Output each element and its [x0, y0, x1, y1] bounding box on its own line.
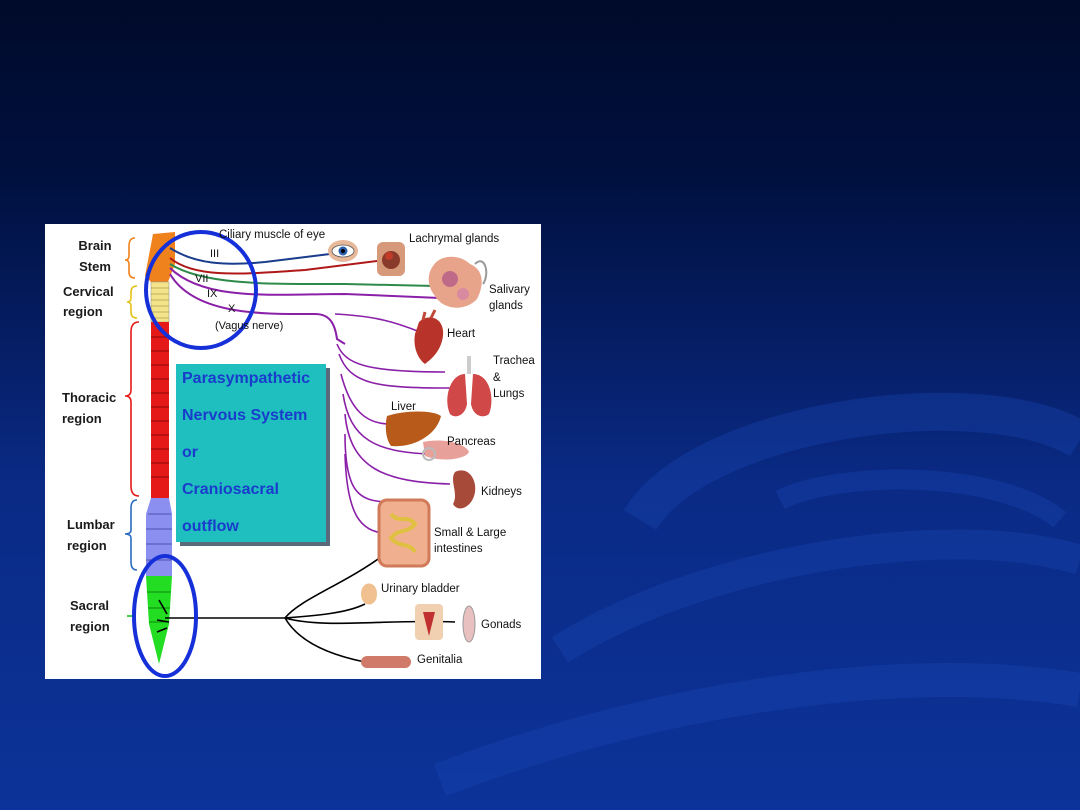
- liver-label: Liver: [391, 401, 416, 413]
- lachrymal-gland-icon: [377, 242, 405, 276]
- lungs-icon: [447, 356, 492, 417]
- nerve-vii-lachrymal-line: [169, 257, 386, 275]
- sacral-bladder-line-2: [284, 603, 366, 619]
- nerve-ix-label: IX: [207, 288, 218, 300]
- cervical-brace: [126, 285, 138, 319]
- trachea-lungs-label: Trachea&Lungs: [493, 355, 535, 400]
- sacral-genitalia-line: [284, 617, 366, 663]
- nerve-x-label: X: [228, 303, 236, 315]
- cranial-highlight-circle: [144, 230, 258, 350]
- pancreas-icon: [422, 440, 469, 461]
- nerve-vii-label: VII: [195, 273, 208, 285]
- spinal-cord: [145, 232, 175, 664]
- ciliary-muscle-label: Ciliary muscle of eye: [219, 229, 325, 241]
- sacral-branch-2: [156, 619, 170, 623]
- heart-icon: [414, 309, 444, 364]
- pelvis-icon: [415, 604, 443, 640]
- gonads-label: Gonads: [481, 619, 522, 631]
- urinary-bladder-label: Urinary bladder: [381, 583, 460, 595]
- thoracic-brace: [124, 321, 140, 497]
- gonads-icon: [462, 605, 476, 643]
- vagus-intestine-branch: [344, 433, 386, 503]
- sacral-branch-1: [158, 599, 168, 615]
- brain-stem-brace: [124, 237, 136, 279]
- box-line-1: Parasympathetic: [182, 370, 311, 387]
- vagus-lungs-branch: [336, 343, 446, 373]
- kidney-icon: [453, 470, 476, 509]
- vagus-trunk-line: [169, 273, 346, 345]
- nerve-ix-line: [169, 267, 441, 299]
- vagus-pancreas-branch: [342, 393, 431, 455]
- vagus-lungs-branch-2: [338, 353, 451, 389]
- sacral-bladder-line: [284, 553, 386, 619]
- nerve-iii-line: [169, 247, 331, 265]
- intestines-icon: [377, 498, 431, 568]
- lumbar-brace: [124, 499, 138, 571]
- salivary-glands-icon: [428, 256, 488, 308]
- box-line-3: or: [182, 444, 198, 461]
- nerve-vii-salivary-line: [169, 263, 436, 287]
- sacral-highlight-circle: [132, 554, 198, 678]
- genitalia-icon: [361, 656, 411, 668]
- genitalia-label: Genitalia: [417, 654, 463, 666]
- heart-label: Heart: [447, 328, 476, 340]
- parasympathetic-info-box: Parasympathetic Nervous System or Cranio…: [176, 364, 326, 542]
- kidneys-label: Kidneys: [481, 486, 522, 498]
- nerve-iii-label: III: [210, 248, 219, 260]
- vagus-heart-branch: [334, 313, 421, 333]
- sacral-branch-3: [156, 627, 168, 633]
- vagus-liver-branch: [340, 373, 391, 425]
- urinary-bladder-icon: [361, 583, 377, 605]
- thoracic-segment: [151, 322, 169, 498]
- lachrymal-glands-label: Lachrymal glands: [409, 233, 499, 245]
- liver-icon: [385, 411, 441, 447]
- pancreas-label: Pancreas: [447, 436, 496, 448]
- eye-icon: [328, 240, 358, 262]
- box-line-4: Craniosacral: [182, 481, 279, 498]
- box-line-2: Nervous System: [182, 407, 308, 424]
- vagus-nerve-label: (Vagus nerve): [215, 320, 283, 332]
- vagus-kidney-branch: [344, 413, 451, 485]
- box-line-5: outflow: [182, 518, 239, 535]
